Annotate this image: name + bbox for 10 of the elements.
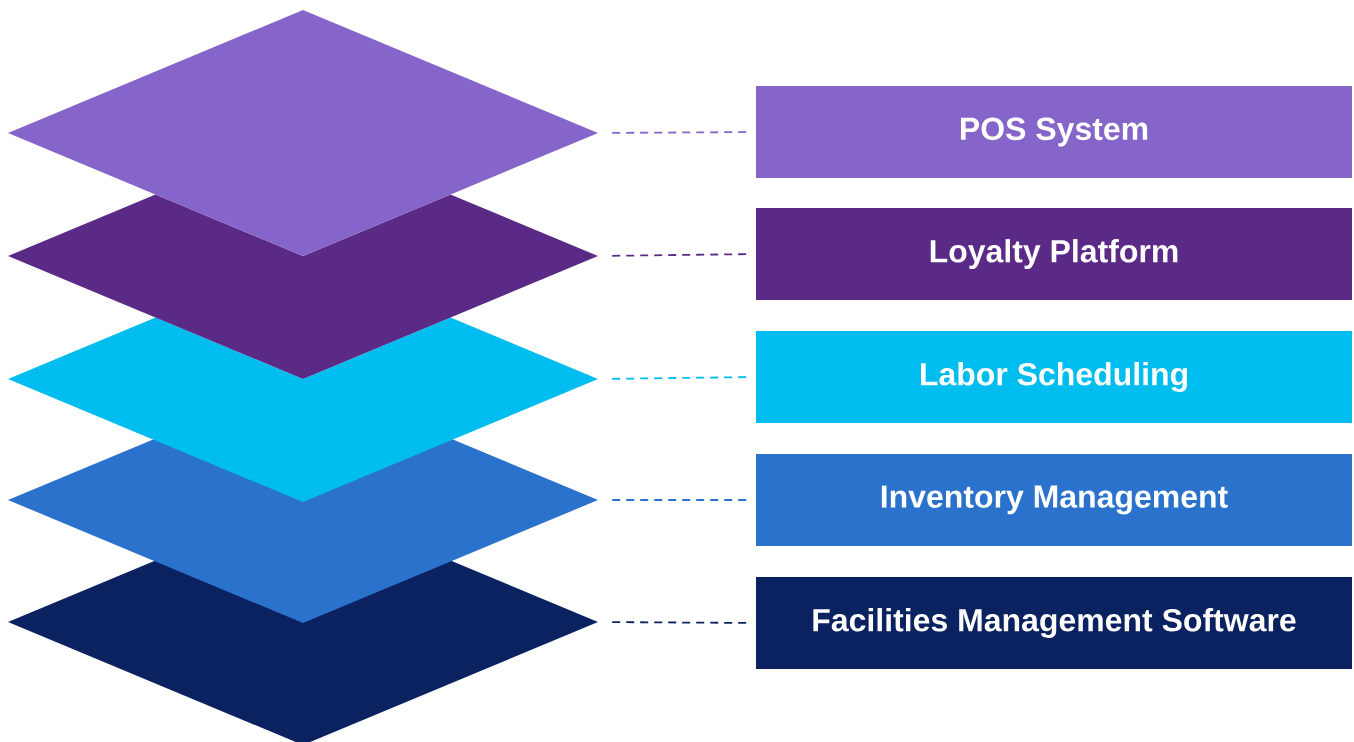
- diamond-layer: [8, 560, 598, 742]
- label-box: Facilities Management Software: [756, 577, 1352, 669]
- diamond-layer: [8, 438, 598, 623]
- label-box: Loyalty Platform: [756, 208, 1352, 300]
- label-box: Labor Scheduling: [756, 331, 1352, 423]
- label-box: Inventory Management: [756, 454, 1352, 546]
- diamond-layer: [8, 317, 598, 502]
- diamond-layer: [8, 194, 598, 379]
- label-box: POS System: [756, 86, 1352, 178]
- diamond-layer: [8, 10, 598, 256]
